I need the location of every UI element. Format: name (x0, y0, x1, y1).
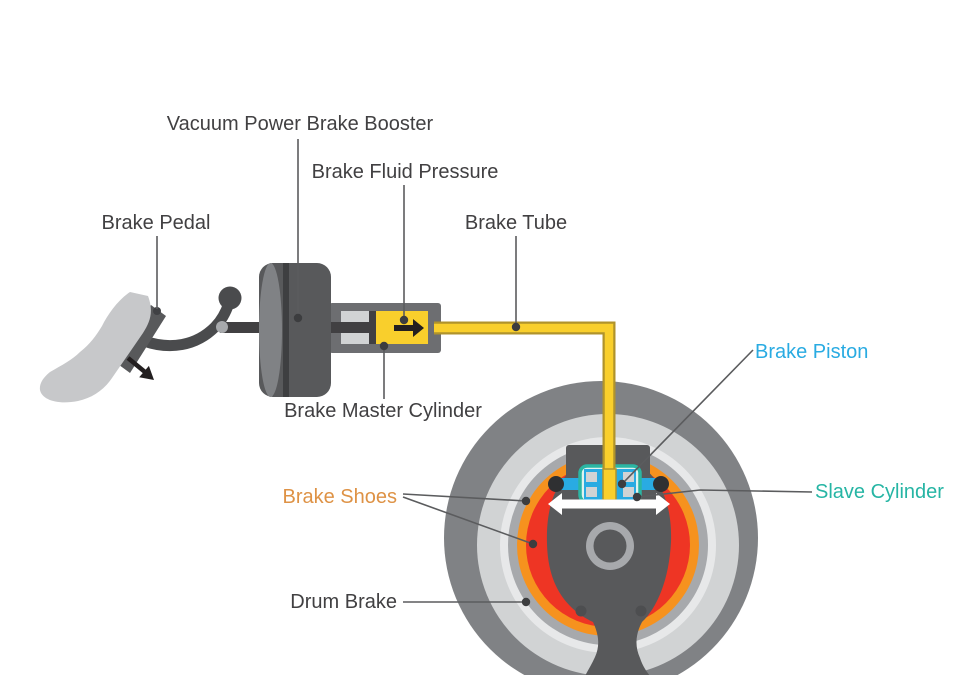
slave-fluid-column (602, 468, 617, 501)
brake-pedal-assembly (39, 286, 242, 403)
flow-arrow-icon (394, 319, 424, 337)
leader-slave-cylinder (636, 489, 813, 498)
label-brake-master-cylinder: Brake Master Cylinder (284, 400, 482, 422)
hub-bore (593, 529, 627, 563)
expansion-arrow-icon (548, 493, 670, 515)
leader-lines (156, 139, 813, 603)
brake-tube-line (434, 321, 616, 474)
booster-end-cap (259, 263, 282, 397)
leader-brake-piston (621, 349, 754, 485)
label-vacuum-power-brake-booster: Vacuum Power Brake Booster (166, 113, 434, 135)
label-brake-piston: Brake Piston (755, 341, 869, 363)
label-brake-shoes: Brake Shoes (282, 486, 397, 508)
label-drum-brake: Drum Brake (290, 591, 397, 613)
seal-pad (586, 472, 597, 482)
leader-dot (379, 341, 389, 351)
label-brake-tube: Brake Tube (464, 212, 568, 234)
label-brake-fluid-pressure: Brake Fluid Pressure (311, 161, 499, 183)
pedal-press-arrow-icon (126, 356, 154, 380)
shoe-anchor-dot-right (635, 605, 647, 617)
pedal-pivot (216, 321, 228, 333)
leader-dot (399, 315, 409, 325)
label-brake-pedal: Brake Pedal (101, 212, 211, 234)
booster-seam-stripe (283, 263, 289, 397)
leader-dot (528, 539, 538, 549)
driver-shoe (39, 292, 151, 403)
leader-dot (632, 492, 642, 502)
leader-brake-shoes-1 (402, 493, 527, 502)
leader-dot (521, 496, 531, 506)
seal-pad (623, 487, 634, 497)
master-piston-plate (369, 311, 376, 344)
seal-pad (586, 487, 597, 497)
pedal-pad-bolt (153, 307, 161, 315)
leader-dot (293, 313, 303, 323)
pedal-ball-joint (218, 286, 242, 310)
pedal-arm (138, 297, 235, 352)
leader-brake-shoes-2 (402, 496, 534, 545)
shoe-pivot-left (548, 476, 564, 492)
leader-dot (521, 597, 531, 607)
hub-carrier-body (546, 468, 672, 675)
pedal-pad (115, 305, 166, 373)
leader-dots (293, 313, 642, 607)
label-slave-cylinder: Slave Cylinder (815, 481, 944, 503)
master-cylinder-internals (369, 311, 428, 344)
leader-dot (511, 322, 521, 332)
leader-dot (617, 479, 627, 489)
vacuum-booster (259, 263, 331, 397)
shoe-anchor-dot-left (575, 605, 587, 617)
shoe-pivot-right (653, 476, 669, 492)
